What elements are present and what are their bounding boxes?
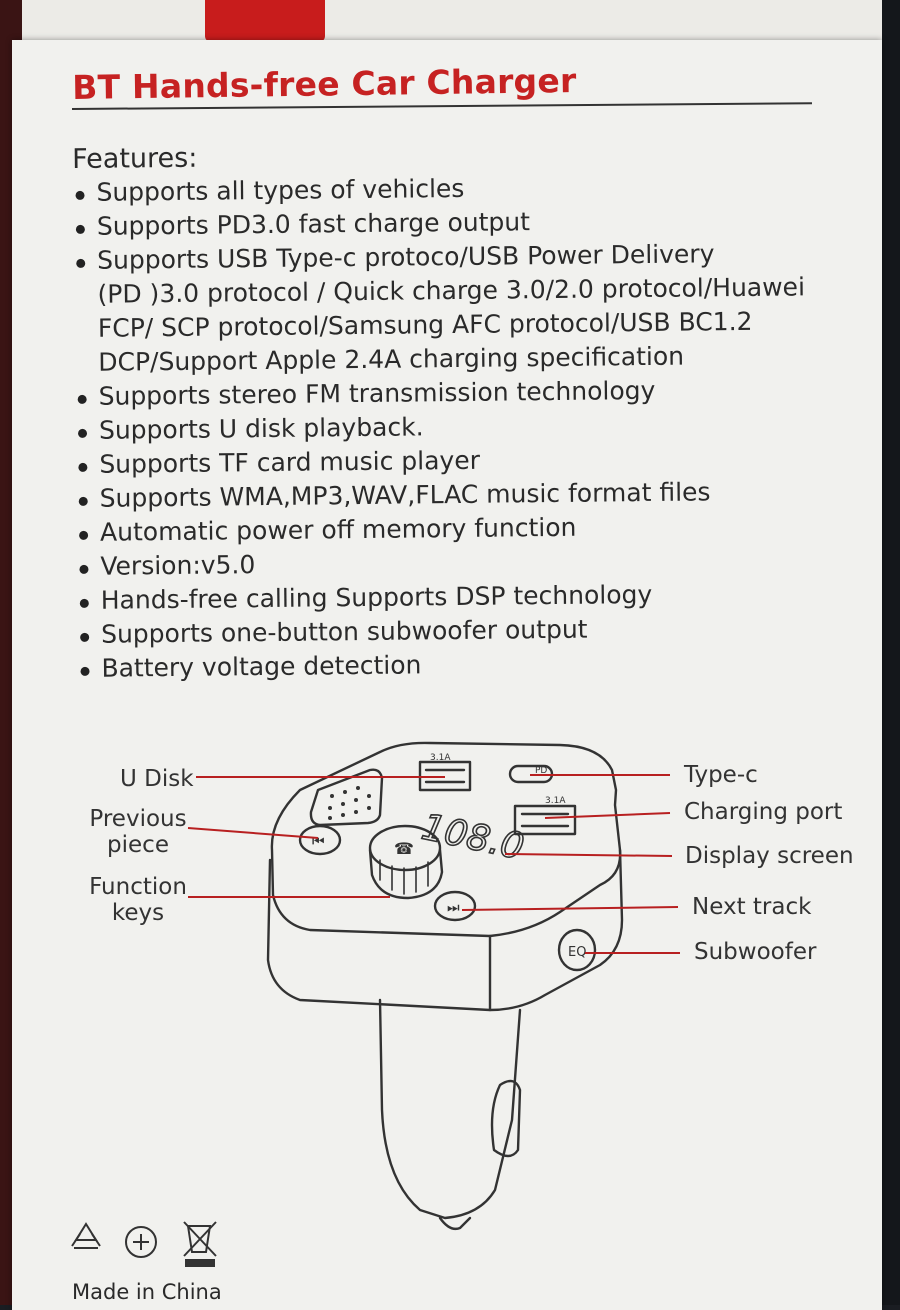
label-function-line1: Function — [89, 874, 187, 900]
label-previous-line2: piece — [107, 832, 169, 858]
usb-rating-label: 3.1A — [430, 753, 451, 763]
leader-lines — [187, 774, 680, 954]
speaker-grille-icon — [309, 768, 384, 827]
label-display-screen: Display screen — [685, 843, 854, 869]
compliance-icons — [71, 1221, 217, 1267]
paper-recycling-icon — [125, 1226, 157, 1258]
leader-display — [504, 853, 673, 857]
label-previous: Previous piece — [88, 806, 188, 858]
next-icon: ⏭ — [447, 900, 460, 916]
label-function-keys: Function keys — [86, 874, 190, 926]
charging-rating-label: 3.1A — [545, 796, 566, 806]
label-type-c: Type-c — [684, 762, 758, 788]
device-body — [266, 848, 624, 1012]
label-charging-port: Charging port — [684, 799, 843, 825]
device-dots — [328, 786, 371, 820]
eq-button — [557, 928, 597, 972]
phone-icon: ☎ — [394, 839, 414, 858]
leader-charging-port — [544, 812, 671, 819]
leader-previous — [187, 827, 319, 839]
function-knob-top — [368, 824, 442, 872]
label-u-disk: U Disk — [120, 766, 194, 792]
function-knob-body — [368, 848, 444, 900]
label-previous-line1: Previous — [89, 806, 187, 832]
made-in-label: Made in China — [72, 1280, 222, 1304]
car-charger-illustration — [266, 741, 624, 1231]
label-next-track: Next track — [692, 894, 812, 920]
eq-label: EQ — [568, 945, 586, 960]
usb-charging-port — [513, 804, 577, 836]
usb-port-u-disk — [418, 760, 472, 792]
recycle-icon — [71, 1222, 101, 1249]
previous-icon: ⏮ — [312, 834, 325, 850]
previous-button — [298, 824, 342, 856]
pd-label: PD — [535, 766, 547, 776]
next-track-button — [433, 890, 477, 922]
plug-contact — [490, 1079, 522, 1158]
device-plug — [378, 998, 522, 1220]
red-strap — [205, 0, 325, 42]
device-top-face — [270, 741, 622, 938]
label-subwoofer: Subwoofer — [694, 939, 817, 965]
leader-next-track — [461, 906, 679, 911]
weee-bin-icon — [183, 1221, 217, 1267]
label-function-line2: keys — [111, 900, 165, 926]
